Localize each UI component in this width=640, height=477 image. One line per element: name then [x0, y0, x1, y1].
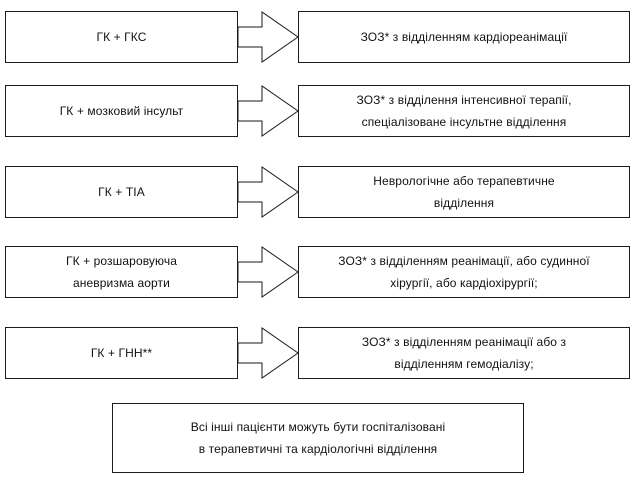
destination-box-2: ЗОЗ* з відділення інтенсивної терапії, с…	[298, 85, 630, 137]
condition-text: аневризма аорти	[73, 276, 170, 290]
footer-text: Всі інші пацієнти можуть бути госпіталіз…	[190, 420, 446, 434]
destination-text: спеціалізоване інсультне відділення	[361, 115, 567, 129]
destination-text: відділенням гемодіалізу;	[394, 357, 534, 371]
destination-text: відділення	[433, 196, 495, 210]
destination-box-3: Неврологічне або терапевтичне відділення	[298, 166, 630, 218]
arrow-right-icon	[237, 11, 299, 63]
destination-box-1: ЗОЗ* з відділенням кардіореанімації	[298, 11, 630, 63]
condition-text: ГК + ГКС	[96, 30, 147, 44]
arrow-right-icon	[237, 85, 299, 137]
condition-box-1: ГК + ГКС	[5, 11, 238, 63]
condition-text: ГК + розшаровуюча	[65, 254, 177, 268]
arrow-right-icon	[237, 166, 299, 218]
condition-text: ГК + мозковий інсульт	[59, 104, 184, 118]
condition-box-4: ГК + розшаровуюча аневризма аорти	[5, 246, 238, 298]
condition-text: ГК + ГНН**	[90, 346, 153, 360]
arrow-right-icon	[237, 246, 299, 298]
destination-text: ЗОЗ* з відділенням реанімації, або судин…	[338, 254, 590, 268]
condition-text: ГК + TIA	[98, 185, 145, 199]
footer-note-box: Всі інші пацієнти можуть бути госпіталіз…	[112, 403, 524, 473]
condition-box-2: ГК + мозковий інсульт	[5, 85, 238, 137]
arrow-right-icon	[237, 327, 299, 379]
destination-text: ЗОЗ* з відділенням реанімації або з	[361, 335, 567, 349]
footer-text: в терапевтичні та кардіологічні відділен…	[198, 442, 438, 456]
destination-text: ЗОЗ* з відділенням кардіореанімації	[360, 30, 568, 44]
destination-box-5: ЗОЗ* з відділенням реанімації або з відд…	[298, 327, 630, 379]
condition-box-5: ГК + ГНН**	[5, 327, 238, 379]
destination-box-4: ЗОЗ* з відділенням реанімації, або судин…	[298, 246, 630, 298]
destination-text: хірургії, або кардіохірургії;	[390, 276, 538, 290]
destination-text: ЗОЗ* з відділення інтенсивної терапії,	[356, 93, 572, 107]
condition-box-3: ГК + TIA	[5, 166, 238, 218]
destination-text: Неврологічне або терапевтичне	[373, 174, 555, 188]
